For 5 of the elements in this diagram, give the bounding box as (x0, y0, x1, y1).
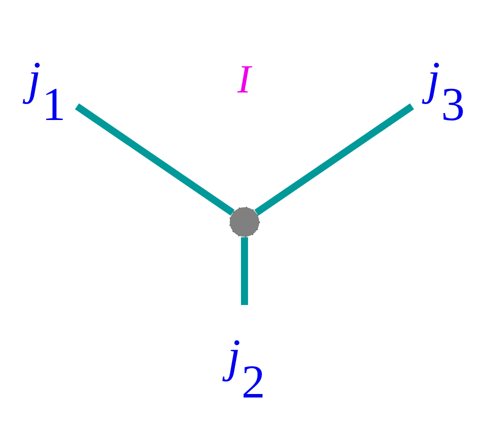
node-circle (229, 206, 260, 237)
connector (254, 102, 414, 216)
node-label: I (237, 56, 251, 101)
connector (240, 236, 248, 304)
connector (74, 102, 235, 216)
